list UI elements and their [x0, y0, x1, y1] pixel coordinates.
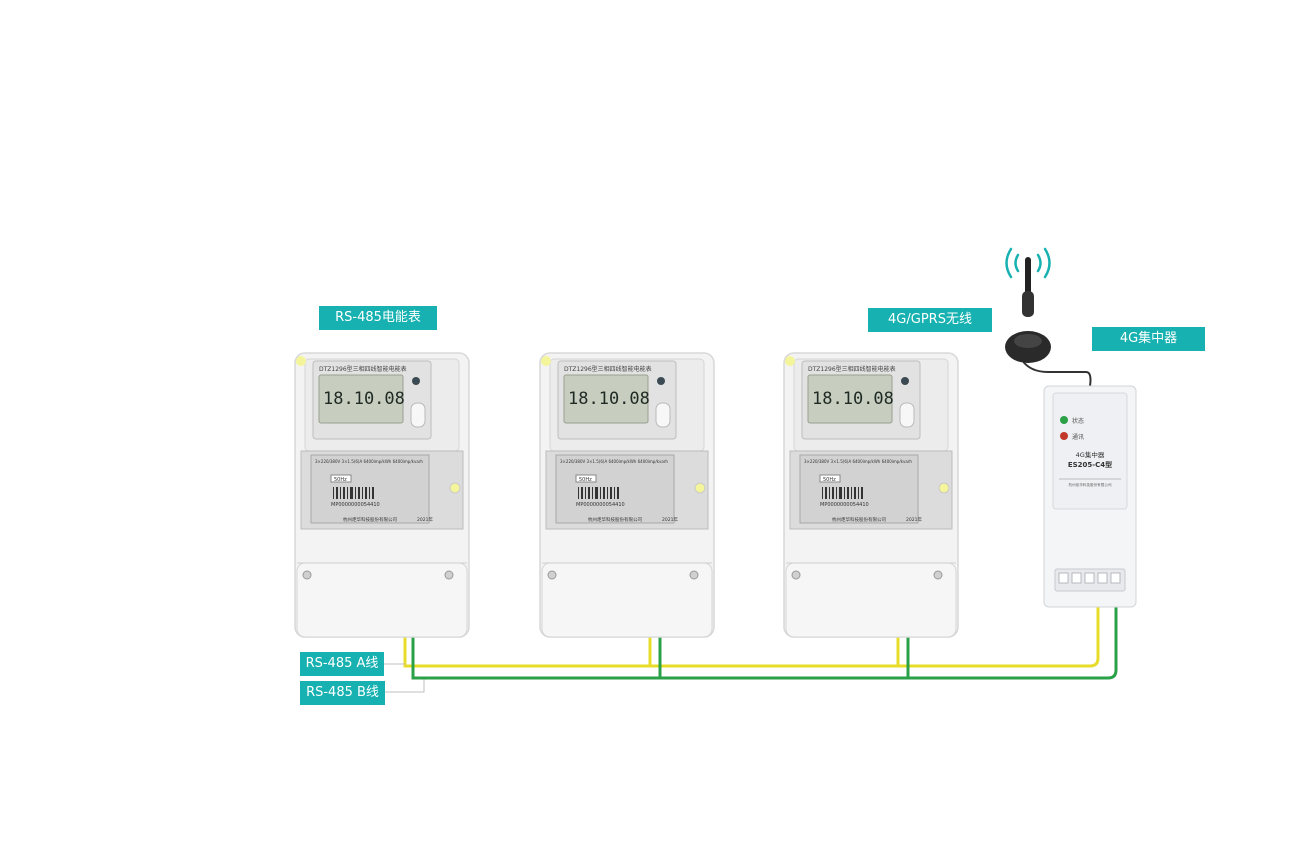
- barcode-icon: [578, 487, 619, 499]
- meter-serial: MP0000000054410: [820, 502, 869, 508]
- meter-manufacturer: 杭州炬华科技股份有限公司: [832, 516, 886, 523]
- status-led-icon: [1060, 416, 1068, 424]
- meter-body: DTZ1296型三相四线智能电能表 18.10.08 3×220/380V 3×…: [539, 352, 715, 638]
- meter-body: DTZ1296型三相四线智能电能表 18.10.08 3×220/380V 3×…: [294, 352, 470, 638]
- seal-indicator-icon: [449, 482, 461, 494]
- seal-indicator-icon: [694, 482, 706, 494]
- page-button-icon: [410, 402, 426, 428]
- antenna-icon: [1005, 247, 1051, 363]
- lcd-reading: 18.10.08: [812, 389, 894, 409]
- rs485-wiring: [383, 359, 1118, 693]
- line-a-label: RS-485 A线: [300, 652, 384, 676]
- seal-indicator-icon: [938, 482, 950, 494]
- lcd-screen: [563, 374, 649, 424]
- screw-icon: [689, 570, 699, 580]
- meter-year: 2021年: [662, 516, 678, 523]
- meter-specs: 3×220/380V 3×1.5(6)A 6400imp/kWh 6400imp…: [560, 459, 668, 464]
- meter-serial: MP0000000054410: [331, 502, 380, 508]
- screw-icon: [444, 570, 454, 580]
- wire-a: [403, 606, 1100, 668]
- screw-icon: [933, 570, 943, 580]
- status-label: 状态: [1072, 417, 1084, 425]
- meter-specs: 3×220/380V 3×1.5(6)A 6400imp/kWh 6400imp…: [804, 459, 912, 464]
- lcd-reading: 18.10.08: [568, 389, 650, 409]
- concentrator-name: 4G集中器: [1076, 450, 1105, 459]
- wire-b: [411, 606, 1118, 680]
- concentrator-model: ES205-C4型: [1068, 460, 1112, 469]
- meter-frequency: 50Hz: [579, 477, 592, 483]
- comm-label: 通讯: [1072, 433, 1084, 441]
- concentrator-label: 4G集中器: [1092, 327, 1205, 351]
- wireless-label: 4G/GPRS无线: [868, 308, 992, 332]
- electric-meter-1: DTZ1296型三相四线智能电能表 18.10.08 3×220/380V 3×…: [294, 352, 470, 638]
- meter-model-title: DTZ1296型三相四线智能电能表: [319, 365, 407, 373]
- seal-indicator-icon: [296, 356, 306, 366]
- meter-frequency: 50Hz: [334, 477, 347, 483]
- meter-label: RS-485电能表: [319, 306, 437, 330]
- barcode-icon: [822, 487, 863, 499]
- meter-frequency: 50Hz: [823, 477, 836, 483]
- lcd-reading: 18.10.08: [323, 389, 405, 409]
- page-button-icon: [899, 402, 915, 428]
- brand-logo-icon: [901, 377, 909, 385]
- meter-manufacturer: 杭州炬华科技股份有限公司: [343, 516, 397, 523]
- brand-logo-icon: [412, 377, 420, 385]
- lcd-screen: [318, 374, 404, 424]
- seal-indicator-icon: [541, 356, 551, 366]
- meter-specs: 3×220/380V 3×1.5(6)A 6400imp/kWh 6400imp…: [315, 459, 423, 464]
- lcd-screen: [807, 374, 893, 424]
- antenna-cable: [1021, 359, 1092, 387]
- comm-led-icon: [1060, 432, 1068, 440]
- seal-indicator-icon: [785, 356, 795, 366]
- barcode-icon: [333, 487, 374, 499]
- page-button-icon: [655, 402, 671, 428]
- meter-year: 2021年: [417, 516, 433, 523]
- meter-model-title: DTZ1296型三相四线智能电能表: [564, 365, 652, 373]
- screw-icon: [547, 570, 557, 580]
- meter-manufacturer: 杭州炬华科技股份有限公司: [588, 516, 642, 523]
- brand-logo-icon: [657, 377, 665, 385]
- meter-model-title: DTZ1296型三相四线智能电能表: [808, 365, 896, 373]
- leader-line-b: [384, 679, 425, 693]
- screw-icon: [791, 570, 801, 580]
- meter-year: 2021年: [906, 516, 922, 523]
- electric-meter-3: DTZ1296型三相四线智能电能表 18.10.08 3×220/380V 3×…: [783, 352, 959, 638]
- electric-meter-2: DTZ1296型三相四线智能电能表 18.10.08 3×220/380V 3×…: [539, 352, 715, 638]
- meter-serial: MP0000000054410: [576, 502, 625, 508]
- line-b-label: RS-485 B线: [300, 681, 385, 705]
- wireless-signal-icon: [1005, 247, 1051, 279]
- screw-icon: [302, 570, 312, 580]
- concentrator-maker: 杭州炬华科技股份有限公司: [1068, 482, 1112, 487]
- meter-body: DTZ1296型三相四线智能电能表 18.10.08 3×220/380V 3×…: [783, 352, 959, 638]
- concentrator-device: 状态 通讯 4G集中器 ES205-C4型 杭州炬华科技股份有限公司: [1043, 385, 1137, 608]
